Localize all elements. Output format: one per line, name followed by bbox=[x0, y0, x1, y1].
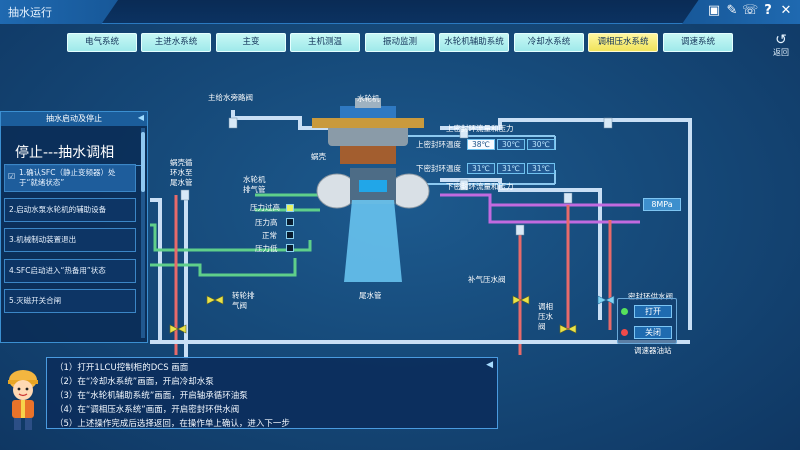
valve-control-panel: 打开 关闭 bbox=[617, 298, 677, 344]
lower-seal-temp-2: 31℃ bbox=[497, 163, 525, 174]
tab-cooling-water[interactable]: 冷却水系统 bbox=[514, 33, 584, 52]
pressure-low-indicator bbox=[286, 244, 294, 252]
tab-main-transformer[interactable]: 主变 bbox=[216, 33, 286, 52]
seal-supply-valve-label: 密封环供水阀 bbox=[628, 292, 673, 301]
pressure-high-label: 压力高 bbox=[255, 218, 278, 227]
instruction-1: （1）打开1LCU控制柜的DCS 画面 bbox=[55, 363, 189, 373]
turbine-label: 水轮机 bbox=[357, 94, 380, 103]
upper-seal-temp-2: 30℃ bbox=[497, 139, 525, 150]
open-valve-button[interactable]: 打开 bbox=[634, 305, 672, 318]
tab-turbine-aux[interactable]: 水轮机辅助系统 bbox=[439, 33, 509, 52]
help-icon[interactable]: ? bbox=[764, 3, 772, 18]
lower-seal-flow-label: 下密封环流量和压力 bbox=[446, 182, 514, 191]
turbine-exhaust-label: 水轮机 排气管 bbox=[243, 175, 266, 194]
step-2-label: 2.启动水泵水轮机的辅助设备 bbox=[9, 205, 107, 214]
step-1[interactable]: ☑ 1.确认SFC（静止变频器）处于“就绪状态” bbox=[4, 164, 136, 192]
collapse-instructions-icon[interactable]: ◀ bbox=[486, 360, 493, 370]
upper-seal-temp-3: 30℃ bbox=[527, 139, 555, 150]
pressure-high-indicator bbox=[286, 218, 294, 226]
pressure-low-label: 压力低 bbox=[255, 244, 278, 253]
tab-main-inlet[interactable]: 主进水系统 bbox=[141, 33, 211, 52]
upper-seal-temp-label: 上密封环温度 bbox=[416, 140, 461, 149]
step-4[interactable]: 4.SFC启动进入“热备用”状态 bbox=[4, 259, 136, 283]
step-4-label: 4.SFC启动进入“热备用”状态 bbox=[9, 266, 106, 275]
scrollbar-thumb[interactable] bbox=[141, 132, 145, 192]
normal-indicator bbox=[286, 231, 294, 239]
panel-scrollbar[interactable] bbox=[141, 128, 145, 338]
step-3[interactable]: 3.机械制动装置退出 bbox=[4, 228, 136, 252]
upper-seal-temp-1: 38℃ bbox=[467, 139, 495, 150]
instruction-3: （3）在“水轮机辅助系统”画面，开启轴承循环油泵 bbox=[55, 391, 248, 401]
instruction-2: （2）在“冷却水系统”画面，开启冷却水泵 bbox=[55, 377, 214, 387]
open-status-dot bbox=[621, 308, 628, 315]
adjust-valve-label: 调相 压水 阀 bbox=[538, 302, 553, 331]
edit-icon[interactable]: ✎ bbox=[726, 3, 738, 18]
lower-seal-temp-1: 31℃ bbox=[467, 163, 495, 174]
procedure-panel: 抽水启动及停止 ◀ 停止---抽水调相 ☑ 1.确认SFC（静止变频器）处于“就… bbox=[0, 111, 148, 343]
collapse-icon[interactable]: ◀ bbox=[137, 113, 144, 122]
step-2[interactable]: 2.启动水泵水轮机的辅助设备 bbox=[4, 198, 136, 222]
tab-unit-temperature[interactable]: 主机测温 bbox=[290, 33, 360, 52]
back-label: 返回 bbox=[773, 48, 789, 57]
pressure-high-high-indicator bbox=[286, 204, 294, 212]
tab-vibration[interactable]: 振动监测 bbox=[365, 33, 435, 52]
air-valve-label: 补气压水阀 bbox=[468, 275, 506, 284]
worker-mascot-icon bbox=[8, 370, 38, 430]
step-1-label: 1.确认SFC（静止变频器）处于“就绪状态” bbox=[19, 168, 116, 187]
close-icon[interactable]: ✕ bbox=[780, 3, 792, 18]
volute-label: 蜗壳 bbox=[311, 152, 326, 161]
panel-title: 停止---抽水调相 bbox=[15, 145, 115, 161]
window-title: 抽水运行 bbox=[8, 6, 52, 19]
close-valve-button[interactable]: 关闭 bbox=[634, 326, 672, 339]
back-button[interactable]: ↺ 返回 bbox=[768, 33, 794, 58]
return-icon: ↺ bbox=[775, 32, 787, 48]
checkbox-icon[interactable]: ☑ bbox=[8, 172, 16, 181]
lower-seal-temp-3: 31℃ bbox=[527, 163, 555, 174]
step-3-label: 3.机械制动装置退出 bbox=[9, 235, 77, 244]
instruction-panel: ◀ （1）打开1LCU控制柜的DCS 画面 （2）在“冷却水系统”画面，开启冷却… bbox=[46, 357, 498, 429]
main-bypass-valve-label: 主给水旁路阀 bbox=[208, 93, 253, 102]
upper-seal-flow-label: 上密封环流量和压力 bbox=[446, 124, 514, 133]
step-5-label: 5.灭磁开关合闸 bbox=[9, 296, 62, 305]
pressure-readout: 8MPa bbox=[643, 198, 681, 211]
toolbar: ▣ ✎ ☏ ? ✕ bbox=[682, 0, 800, 24]
title-tab: 抽水运行 bbox=[0, 0, 118, 24]
volute-cycle-label: 蜗壳循 环水至 尾水管 bbox=[170, 158, 193, 187]
pressure-high-high-label: 压力过高 bbox=[250, 203, 280, 212]
step-5[interactable]: 5.灭磁开关合闸 bbox=[4, 289, 136, 313]
save-icon[interactable]: ▣ bbox=[707, 3, 721, 18]
phone-icon[interactable]: ☏ bbox=[742, 3, 759, 18]
tab-phase-modulation[interactable]: 调相压水系统 bbox=[588, 33, 658, 52]
instruction-5: （5）上述操作完成后选择返回，在操作单上确认，进入下一步 bbox=[55, 419, 290, 429]
instruction-4: （4）在“调相压水系统”画面，开启密封环供水阀 bbox=[55, 405, 240, 415]
title-bar: 抽水运行 ▣ ✎ ☏ ? ✕ bbox=[0, 0, 800, 24]
close-status-dot bbox=[621, 329, 628, 336]
lower-seal-temp-label: 下密封环温度 bbox=[416, 164, 461, 173]
runner-exhaust-valve-label: 转轮排 气阀 bbox=[232, 291, 255, 310]
panel-header: 抽水启动及停止 bbox=[1, 112, 147, 126]
tab-electrical[interactable]: 电气系统 bbox=[67, 33, 137, 52]
normal-label: 正常 bbox=[262, 231, 277, 240]
governor-oil-station-label: 调速器油站 bbox=[634, 346, 672, 355]
tab-governor[interactable]: 调速系统 bbox=[663, 33, 733, 52]
tailrace-label: 尾水管 bbox=[359, 291, 382, 300]
